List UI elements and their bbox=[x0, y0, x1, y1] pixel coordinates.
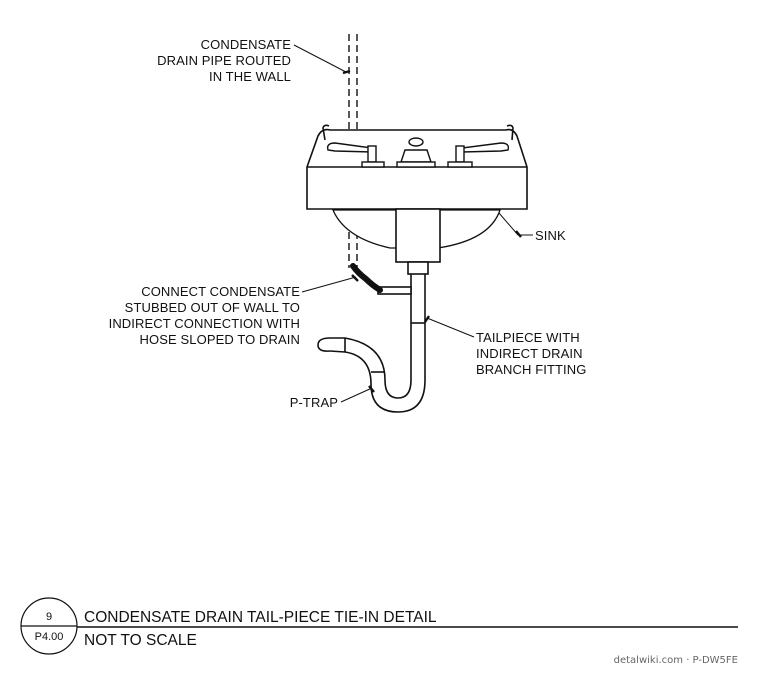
label-sink: SINK bbox=[535, 228, 566, 243]
label-tailpiece-line-1: TAILPIECE WITH bbox=[476, 330, 580, 345]
label-condensate-pipe-line-3: IN THE WALL bbox=[209, 69, 291, 84]
detail-number: 9 bbox=[46, 611, 52, 623]
faucet-handles bbox=[326, 137, 510, 168]
title-block: 9 P4.00 CONDENSATE DRAIN TAIL-PIECE TIE-… bbox=[20, 597, 738, 655]
label-connect-line-3: INDIRECT CONNECTION WITH bbox=[109, 316, 300, 331]
sheet-number: P4.00 bbox=[35, 631, 64, 643]
detail-title: CONDENSATE DRAIN TAIL-PIECE TIE-IN DETAI… bbox=[84, 609, 437, 626]
label-connect-line-1: CONNECT CONDENSATE bbox=[141, 284, 300, 299]
label-connect: CONNECT CONDENSATE STUBBED OUT OF WALL T… bbox=[109, 284, 301, 347]
label-ptrap-line-1: P-TRAP bbox=[290, 395, 338, 410]
scale-note: NOT TO SCALE bbox=[84, 632, 197, 649]
p-trap bbox=[317, 337, 426, 413]
condensate-hose bbox=[350, 263, 383, 293]
label-condensate-pipe-line-1: CONDENSATE bbox=[201, 37, 292, 52]
label-connect-line-2: STUBBED OUT OF WALL TO bbox=[125, 300, 300, 315]
label-ptrap: P-TRAP bbox=[290, 395, 338, 410]
leader-ticks bbox=[342, 69, 522, 393]
drain-tailpiece bbox=[377, 208, 441, 380]
label-connect-line-4: HOSE SLOPED TO DRAIN bbox=[140, 332, 300, 347]
label-tailpiece-line-2: INDIRECT DRAIN bbox=[476, 346, 583, 361]
label-condensate-pipe-line-2: DRAIN PIPE ROUTED bbox=[157, 53, 291, 68]
label-tailpiece: TAILPIECE WITH INDIRECT DRAIN BRANCH FIT… bbox=[476, 330, 586, 377]
label-sink-line-1: SINK bbox=[535, 228, 566, 243]
label-condensate-pipe: CONDENSATE DRAIN PIPE ROUTED IN THE WALL bbox=[157, 37, 291, 84]
label-tailpiece-line-3: BRANCH FITTING bbox=[476, 362, 586, 377]
watermark: detalwiki.com · P-DW5FE bbox=[614, 655, 738, 666]
